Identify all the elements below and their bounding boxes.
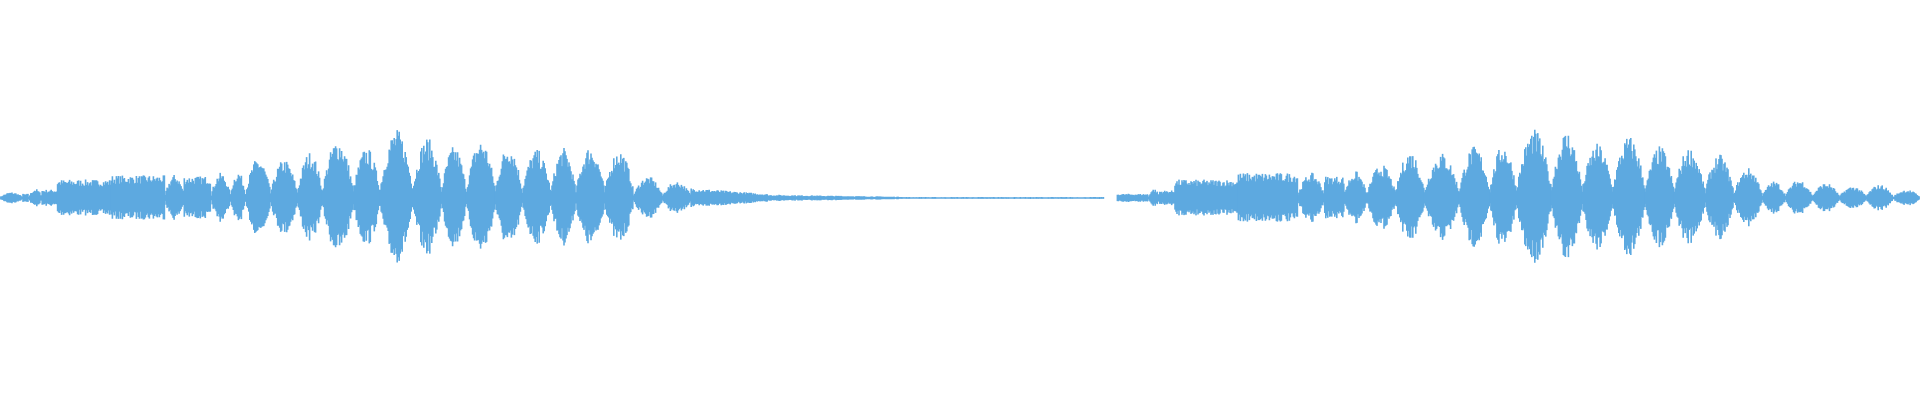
waveform-segment [1237,173,1299,222]
waveform-segment [229,174,247,221]
waveform-segment [28,189,43,207]
waveform-segment [245,161,271,233]
waveform-segment [1761,181,1787,214]
waveform-segment [1892,190,1920,206]
waveform-segment [210,172,231,222]
waveform-segment [296,153,323,241]
clip-left[interactable] [0,130,1105,263]
waveform-segment [1784,181,1813,214]
waveform-segment [56,179,112,216]
waveform-segment [1811,184,1840,212]
waveform-segment [604,154,634,240]
waveform-segment [1174,179,1239,216]
waveform-segment [1395,156,1425,238]
waveform-segment [412,139,442,254]
waveform-segment [521,150,551,244]
waveform-segment [22,193,29,202]
waveform-segment [494,154,523,240]
waveform-segment [1366,165,1396,229]
waveform-segment [1612,138,1646,255]
waveform-segment [465,144,496,249]
waveform-segment [1343,171,1368,224]
waveform-segment [1581,143,1613,250]
waveform-segment [110,175,166,220]
waveform-clips [0,129,1920,263]
waveform-segment [767,194,903,201]
waveform-segment [1423,153,1460,240]
waveform-segment [0,192,24,204]
waveform-segment [440,147,467,247]
waveform-segment [1116,193,1149,202]
waveform-segment [269,161,298,233]
waveform-segment [1704,154,1734,240]
waveform-segment [1489,150,1517,244]
waveform-segment [1324,176,1345,219]
waveform-segment [661,182,692,213]
waveform-segment [352,150,381,244]
waveform-segment [1147,189,1160,206]
waveform-segment [550,148,576,246]
waveform-segment [183,176,212,219]
waveform-segment [1733,168,1763,227]
waveform-segment [1865,185,1893,211]
waveform-segment [41,189,58,206]
waveform-segment [632,177,663,218]
waveform-segment [1158,190,1176,206]
waveform-segment [321,146,354,248]
waveform-segment [1550,135,1583,258]
waveform-segment [379,130,413,263]
waveform-segment [901,197,1105,199]
waveform-segment [164,175,185,220]
waveform-segment [1838,187,1867,208]
waveform-segment [575,150,605,244]
waveform-segment [690,188,768,207]
waveform-segment [1458,146,1490,247]
waveform-segment [1297,172,1325,222]
waveform-segment [1644,146,1675,248]
clip-right[interactable] [1116,129,1920,263]
waveform-segment [1673,150,1705,244]
waveform-segment [1516,129,1552,263]
